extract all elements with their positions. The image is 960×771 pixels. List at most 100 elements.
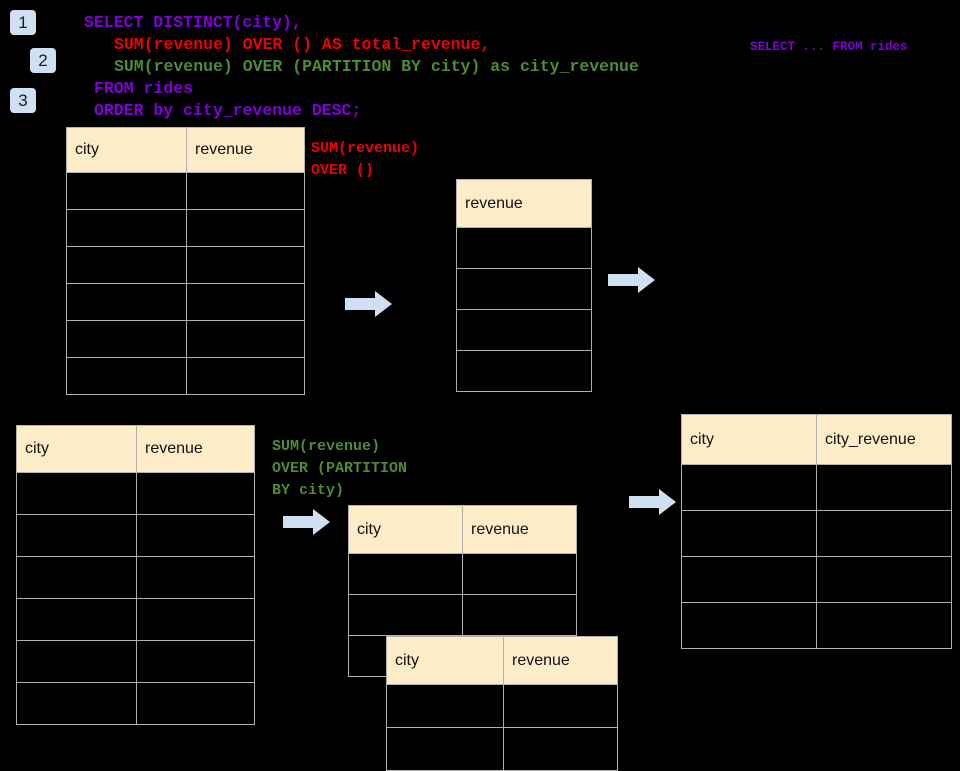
table-row [16, 682, 255, 725]
table-cell [136, 640, 255, 683]
table-cell [456, 268, 592, 310]
table-cell [816, 602, 952, 649]
table-row [456, 268, 592, 310]
table-row [66, 209, 305, 247]
table-row [66, 357, 305, 395]
table-cell [348, 553, 463, 595]
arrow-partition-to-result-icon [629, 489, 676, 515]
column-header-revenue: revenue [462, 505, 577, 554]
table-row [16, 556, 255, 599]
table-cell [456, 309, 592, 351]
table-row [348, 594, 577, 636]
table-cell [816, 556, 952, 603]
table-cell [186, 172, 305, 210]
table-row [681, 556, 952, 603]
table-row [456, 309, 592, 351]
table-cell [186, 283, 305, 321]
table-row [66, 172, 305, 210]
table-cell [816, 510, 952, 557]
table-cell [456, 227, 592, 269]
table-cell [386, 727, 504, 771]
column-header-revenue: revenue [456, 179, 592, 228]
table-row [386, 727, 618, 771]
table-cell [66, 357, 187, 395]
table-cell [386, 684, 504, 728]
table-row [16, 514, 255, 557]
table-row [348, 553, 577, 595]
table-cell [503, 727, 618, 771]
table-cell [186, 320, 305, 358]
table-cell [136, 472, 255, 515]
table-cell [503, 684, 618, 728]
step-badge-3: 3 [10, 88, 36, 113]
column-header-revenue: revenue [186, 127, 305, 173]
sql-line-3: SUM(revenue) OVER (PARTITION BY city) as… [114, 57, 639, 76]
table-cell [16, 640, 137, 683]
table-cell [681, 464, 817, 511]
sql-line-1: SELECT DISTINCT(city), [84, 13, 302, 32]
table-cell [186, 357, 305, 395]
table-cell [16, 556, 137, 599]
table-cell [462, 594, 577, 636]
table-row [681, 602, 952, 649]
partition-annotation: SUM(revenue) OVER (PARTITION BY city) [272, 438, 408, 499]
table-cell [136, 556, 255, 599]
step-badge-1: 1 [10, 10, 36, 35]
column-header-city: city [16, 425, 137, 473]
table-row [386, 684, 618, 728]
table-row [66, 320, 305, 358]
step-badge-2: 2 [30, 48, 56, 73]
select-from-rides-note: SELECT ... FROM rides [750, 40, 908, 54]
column-header-city: city [386, 636, 504, 685]
column-header-city: city [681, 414, 817, 465]
table-cell [186, 209, 305, 247]
table-cell [348, 594, 463, 636]
table-row [66, 283, 305, 321]
table-row [16, 640, 255, 683]
table-row [456, 350, 592, 392]
table-cell [816, 464, 952, 511]
table-row [66, 246, 305, 284]
table-row [681, 510, 952, 557]
table-cell [681, 602, 817, 649]
table-cell [66, 209, 187, 247]
table-row [681, 464, 952, 511]
column-header-city: city [66, 127, 187, 173]
column-header-revenue: revenue [503, 636, 618, 685]
sql-line-2: SUM(revenue) OVER () AS total_revenue, [114, 35, 491, 54]
table-cell [16, 598, 137, 641]
arrow-total-to-result-icon [608, 267, 655, 293]
table-cell [66, 172, 187, 210]
table-cell [66, 283, 187, 321]
table-cell [136, 598, 255, 641]
table-cell [66, 246, 187, 284]
table-cell [456, 350, 592, 392]
table-cell [186, 246, 305, 284]
diagram-canvas: 1 2 3 SELECT DISTINCT(city), SUM(revenue) O… [10, 10, 952, 771]
total-revenue-table: revenue [456, 179, 592, 392]
sql-line-4: FROM rides [94, 79, 194, 98]
table-row [16, 472, 255, 515]
table-cell [66, 320, 187, 358]
arrow-source-to-partition-icon [283, 509, 330, 535]
total-annotation: SUM(revenue) OVER () [311, 140, 420, 179]
arrow-source-to-total-icon [345, 291, 392, 317]
table-header-row: revenue [456, 179, 592, 228]
column-header-city: city [348, 505, 463, 554]
table-cell [16, 682, 137, 725]
table-row [456, 227, 592, 269]
table-cell [681, 556, 817, 603]
sql-line-5: ORDER by city_revenue DESC; [94, 101, 362, 120]
table-cell [16, 514, 137, 557]
table-cell [136, 682, 255, 725]
table-row [16, 598, 255, 641]
